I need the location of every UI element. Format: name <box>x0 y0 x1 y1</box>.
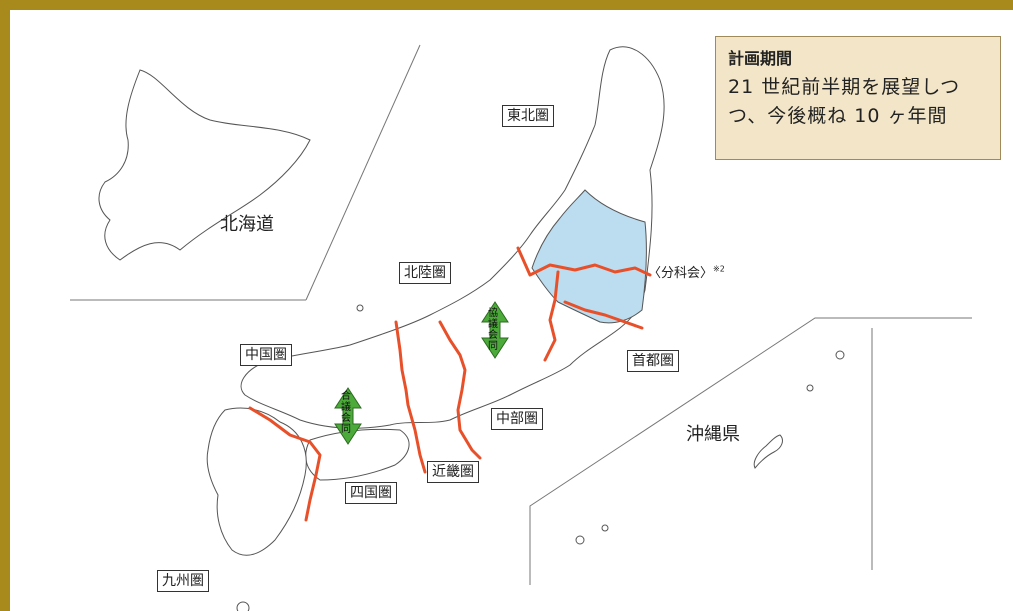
okinawa-island <box>753 434 783 469</box>
subcommittee-area <box>531 189 647 324</box>
kinki-west-boundary <box>394 320 427 474</box>
planning-period-text: 21 世紀前半期を展望しつ つ、今後概ね 10 ヶ年間 <box>728 73 988 131</box>
planning-period-line-2: つ、今後概ね 10 ヶ年間 <box>728 105 948 127</box>
joint-council-char: 同 <box>488 341 498 352</box>
honshu-island <box>240 46 665 429</box>
island-dot <box>806 384 814 392</box>
joint-council-arrow-1 <box>481 301 509 359</box>
joint-council-char: 会 <box>341 413 351 424</box>
kyushu-island <box>206 407 307 556</box>
island-dot <box>835 350 845 360</box>
joint-council-arrow-2 <box>334 387 362 445</box>
region-label-shikoku: 四国圏 <box>345 482 397 504</box>
region-label-tohoku: 東北圏 <box>502 105 554 127</box>
joint-council-char: 議 <box>488 319 498 330</box>
region-label-okinawa: 沖縄県 <box>686 424 740 445</box>
region-label-kyushu: 九州圏 <box>157 570 209 592</box>
island-dot <box>236 601 250 611</box>
chubu-west-boundary <box>438 320 482 460</box>
region-label-chubu: 中部圏 <box>491 408 543 430</box>
joint-council-char: 議 <box>341 402 351 413</box>
region-label-kinki: 近畿圏 <box>427 461 479 483</box>
subcommittee-note: ※2 <box>713 264 725 274</box>
joint-council-char: 合 <box>341 391 351 402</box>
island-dot <box>356 304 364 312</box>
hokkaido-inset-diagonal-line <box>305 44 421 301</box>
joint-council-text-2: 合 議 会 同 <box>331 391 361 435</box>
island-dot <box>575 535 585 545</box>
shutoken-north-boundary <box>563 300 644 330</box>
japan-region-map <box>70 44 972 611</box>
shikoku-island <box>305 428 410 481</box>
joint-council-text-1: 協 議 会 同 <box>478 308 508 352</box>
joint-council-char: 同 <box>341 424 351 435</box>
subcommittee-text: 〈分科会〉 <box>648 266 714 281</box>
region-label-hokkaido: 北海道 <box>220 214 274 235</box>
region-label-shutoken: 首都圏 <box>627 350 679 372</box>
okinawa-inset-line <box>529 317 972 585</box>
joint-council-char: 会 <box>488 330 498 341</box>
regional-boundaries <box>248 246 652 522</box>
subcommittee-label: 〈分科会〉※2 <box>648 262 725 281</box>
planning-period-box: 計画期間 21 世紀前半期を展望しつ つ、今後概ね 10 ヶ年間 <box>715 36 1001 160</box>
joint-council-char: 協 <box>488 308 498 319</box>
region-label-hokuriku: 北陸圏 <box>399 262 451 284</box>
region-label-chugoku: 中国圏 <box>240 344 292 366</box>
island-dot <box>601 524 609 532</box>
shutoken-west-boundary <box>543 270 560 362</box>
hokkaido-island <box>98 69 311 261</box>
kyushu-boundary <box>248 406 322 522</box>
planning-period-line-1: 21 世紀前半期を展望しつ <box>728 76 961 98</box>
tohoku-boundary <box>516 246 652 277</box>
planning-period-title: 計画期間 <box>728 49 793 68</box>
